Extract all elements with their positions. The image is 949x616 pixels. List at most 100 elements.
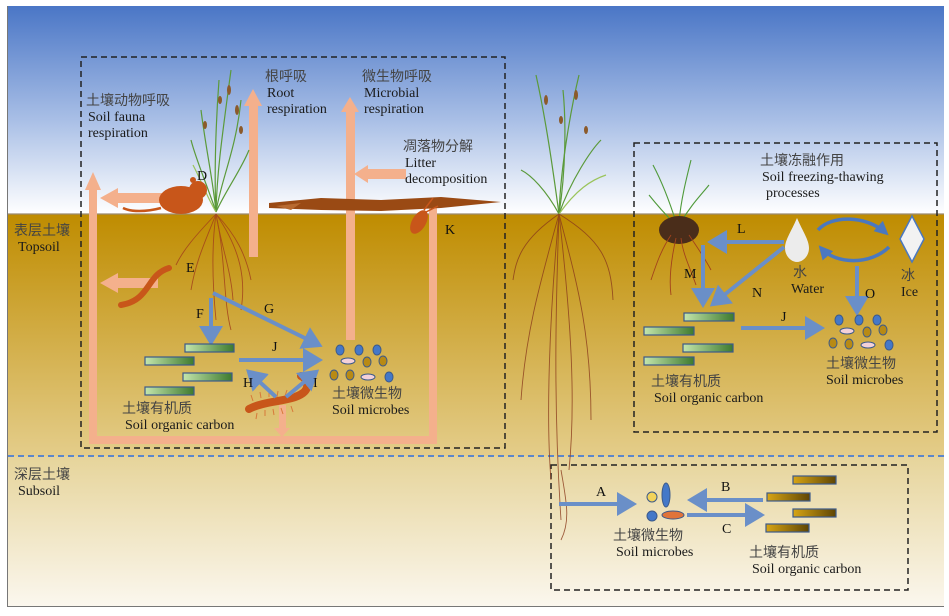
microbial-respiration-en1: Microbial xyxy=(364,86,420,102)
soc-bars-subsoil xyxy=(765,475,837,533)
letter-J-right: J xyxy=(781,310,787,325)
letter-G: G xyxy=(264,302,275,317)
microbial-respiration-label: 微生物呼吸 Microbial respiration xyxy=(362,70,432,118)
sky-background xyxy=(8,6,944,214)
arrow-N xyxy=(709,245,786,307)
letter-O: O xyxy=(865,287,876,302)
soc-label-right: 土壤有机质 Soil organic carbon xyxy=(651,375,763,407)
soc-label-left-en: Soil organic carbon xyxy=(125,418,235,434)
water-label-zh: 水 xyxy=(793,266,807,281)
ice-diamond-icon xyxy=(899,214,925,264)
microbes-label-subsoil-zh: 土壤微生物 xyxy=(613,529,683,544)
letter-D: D xyxy=(197,169,208,184)
letter-K: K xyxy=(445,223,456,238)
grass-seed-heads xyxy=(203,85,243,134)
tall-grass-icon xyxy=(520,74,607,215)
litter-layer-icon xyxy=(269,197,501,211)
microbes-label-right-zh: 土壤微生物 xyxy=(826,357,896,372)
soc-label-right-en: Soil organic carbon xyxy=(654,391,764,407)
topsoil-label: 表层土壤 Topsoil xyxy=(14,224,70,256)
soil-fauna-respiration-arrow xyxy=(85,172,101,190)
soil-fauna-respiration-label: 土壤动物呼吸 Soil fauna respiration xyxy=(86,94,170,142)
subsoil-label: 深层土壤 Subsoil xyxy=(14,468,70,500)
litter-decomposition-arrow xyxy=(354,165,406,183)
root-respiration-label: 根呼吸 Root respiration xyxy=(265,70,327,118)
microbial-respiration-zh: 微生物呼吸 xyxy=(362,70,432,85)
earthworm-respiration-arrow xyxy=(100,273,158,293)
microbial-respiration-en2: respiration xyxy=(364,102,424,118)
topsoil-label-zh: 表层土壤 xyxy=(14,224,70,239)
root-respiration-arrow xyxy=(244,89,262,257)
process-arrows-subsoil xyxy=(559,488,765,527)
soc-bars-right xyxy=(643,312,735,366)
rodent-icon xyxy=(122,177,207,214)
microbes-label-left-en: Soil microbes xyxy=(332,403,410,419)
tall-grass-seeds xyxy=(544,90,588,134)
ice-label: 冰 Ice xyxy=(901,269,918,301)
litter-decomposition-en1: Litter xyxy=(405,156,437,172)
soc-label-left: 土壤有机质 Soil organic carbon xyxy=(122,402,234,434)
soc-label-subsoil-zh: 土壤有机质 xyxy=(749,546,819,561)
freeze-arrow xyxy=(816,217,889,236)
letter-L: L xyxy=(737,222,746,237)
soil-fauna-respiration-zh: 土壤动物呼吸 xyxy=(86,94,170,109)
freeze-thaw-en1: Soil freezing-thawing xyxy=(762,170,884,186)
letter-F: F xyxy=(196,307,204,322)
litter-decomposition-label: 凋落物分解 Litter decomposition xyxy=(403,140,487,188)
ice-label-en: Ice xyxy=(901,285,919,301)
deep-roots-icon xyxy=(512,213,614,541)
fauna-respiration-arrow xyxy=(100,188,166,208)
soc-label-left-zh: 土壤有机质 xyxy=(122,402,192,417)
root-respiration-en1: Root xyxy=(267,86,295,102)
soc-label-subsoil-en: Soil organic carbon xyxy=(752,562,862,578)
microbes-cluster-subsoil xyxy=(646,482,685,522)
ice-label-zh: 冰 xyxy=(901,269,915,284)
root-respiration-en2: respiration xyxy=(267,102,327,118)
letter-E: E xyxy=(186,261,195,276)
thaw-arrow xyxy=(818,245,891,263)
microbes-label-subsoil: 土壤微生物 Soil microbes xyxy=(613,529,693,561)
arrow-I xyxy=(284,369,320,399)
root-respiration-zh: 根呼吸 xyxy=(265,70,307,85)
process-arrows-right xyxy=(691,230,869,340)
microbes-label-right: 土壤微生物 Soil microbes xyxy=(826,357,903,389)
letter-B: B xyxy=(721,480,731,495)
freeze-thaw-label: 土壤冻融作用 Soil freezing-thawing processes xyxy=(760,154,884,202)
process-arrows-left xyxy=(199,291,323,399)
microbes-cluster-right xyxy=(828,314,894,351)
subsoil-label-en: Subsoil xyxy=(18,484,61,500)
soil-fauna-respiration-en2: respiration xyxy=(88,126,148,142)
microbes-label-left: 土壤微生物 Soil microbes xyxy=(332,387,409,419)
arrow-H xyxy=(246,369,278,399)
letter-H: H xyxy=(243,376,254,391)
subsoil-panel-frame xyxy=(550,464,909,591)
earthworm-icon xyxy=(118,265,172,308)
microbes-label-left-zh: 土壤微生物 xyxy=(332,387,402,402)
water-drop-icon xyxy=(785,218,809,262)
plant-roots-icon xyxy=(175,213,252,331)
microbes-label-right-en: Soil microbes xyxy=(826,373,904,389)
arrow-G xyxy=(212,291,323,349)
soc-label-subsoil: 土壤有机质 Soil organic carbon xyxy=(749,546,861,578)
tussock-icon xyxy=(648,159,710,244)
letter-M: M xyxy=(684,267,697,282)
letter-C: C xyxy=(722,522,732,537)
subsoil-label-zh: 深层土壤 xyxy=(14,468,70,483)
microbes-label-subsoil-en: Soil microbes xyxy=(616,545,694,561)
freeze-thaw-zh: 土壤冻融作用 xyxy=(760,154,844,169)
water-label: 水 Water xyxy=(791,266,824,298)
soil-fauna-respiration-en1: Soil fauna xyxy=(88,110,146,126)
water-label-en: Water xyxy=(791,282,825,298)
soc-label-right-zh: 土壤有机质 xyxy=(651,375,721,390)
letter-N: N xyxy=(752,286,763,301)
millipede-down-arrow xyxy=(274,405,290,437)
litter-decomposition-zh: 凋落物分解 xyxy=(403,140,473,155)
right-panel-frame xyxy=(633,142,938,433)
microbes-cluster-left xyxy=(329,344,394,383)
letter-A: A xyxy=(596,485,607,500)
litter-decomposition-en2: decomposition xyxy=(405,172,488,188)
microbial-respiration-arrow xyxy=(341,97,359,340)
left-panel-frame xyxy=(80,56,506,449)
tussock-roots xyxy=(650,234,712,296)
letter-J-left: J xyxy=(272,340,278,355)
